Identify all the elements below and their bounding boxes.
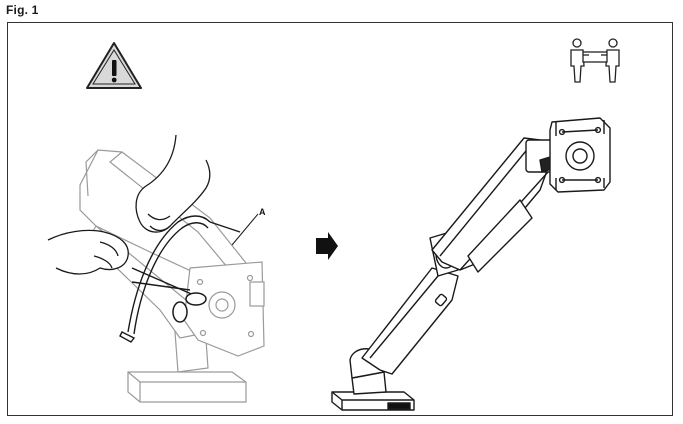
callout-label-a: A	[259, 207, 266, 217]
right-arrow-icon	[316, 232, 338, 260]
two-person-lift-icon	[570, 38, 620, 83]
scissors-icon	[131, 267, 207, 323]
vesa-plate	[549, 117, 611, 193]
callout-leader	[231, 213, 259, 246]
monitor-arm	[331, 137, 563, 411]
figure-label: Fig. 1	[6, 3, 39, 17]
cable-tie	[119, 215, 241, 343]
hands-illustration	[47, 134, 211, 275]
warning-triangle-icon	[86, 42, 142, 89]
